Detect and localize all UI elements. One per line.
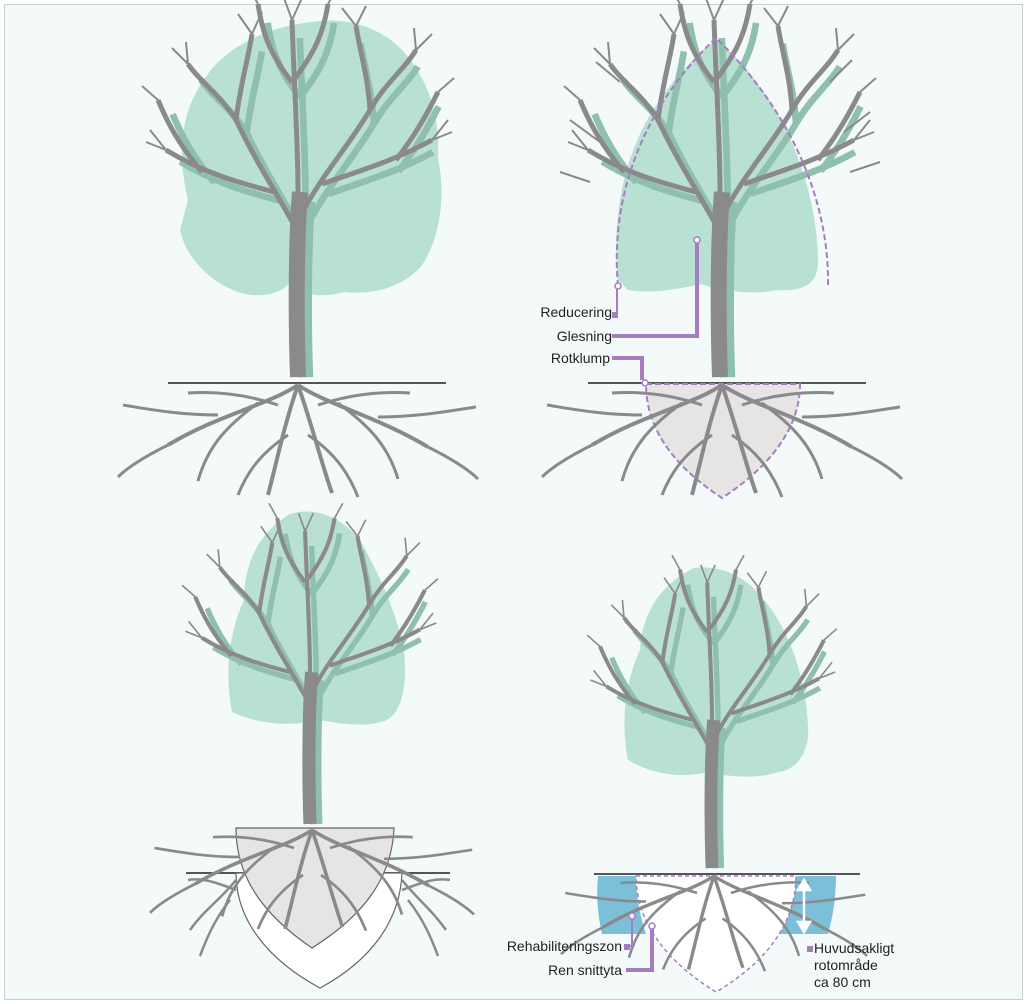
branches-plan [560,0,880,377]
label-huvud-3: ca 80 cm [814,974,871,990]
tree-full [118,0,478,497]
label-rotklump: Rotklump [551,350,610,366]
label-reducering: Reducering [540,304,612,320]
tree-cut [150,503,474,988]
tree-rehabilitated: Rehabiliteringszon Ren snittyta Huvudsak… [507,555,894,992]
label-huvud-2: rotområde [814,957,878,973]
roots-full [118,385,478,497]
label-snittyta: Ren snittyta [548,962,622,978]
label-huvud-1: Huvudsakligt [814,940,894,956]
cut-surface-outline [636,876,796,992]
leader-rotklump [612,358,642,380]
tree-pruned-plan: Reducering Glesning Rotklump [540,0,902,498]
label-glesning: Glesning [557,328,612,344]
label-rehab: Rehabiliteringszon [507,938,622,954]
